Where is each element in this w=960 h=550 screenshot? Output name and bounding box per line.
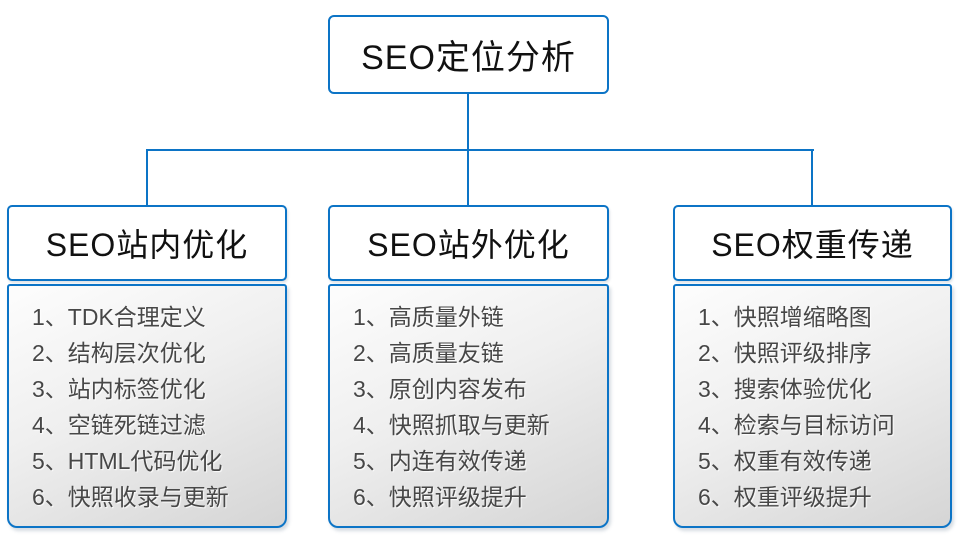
list-item: 1、快照增缩略图 bbox=[698, 304, 872, 330]
list-item: 4、检索与目标访问 bbox=[698, 412, 895, 438]
branch-onsite-title-box: SEO站内优化 bbox=[7, 205, 287, 281]
list-item: 2、结构层次优化 bbox=[32, 340, 206, 366]
branch-onsite-list: 1、TDK合理定义 2、结构层次优化 3、站内标签优化 4、空链死链过滤 5、H… bbox=[7, 284, 287, 528]
branch-offsite-title: SEO站外优化 bbox=[367, 227, 570, 263]
list-item: 5、HTML代码优化 bbox=[32, 448, 223, 474]
list-item: 2、高质量友链 bbox=[353, 340, 504, 366]
list-item: 6、快照评级提升 bbox=[353, 484, 527, 510]
list-item: 5、权重有效传递 bbox=[698, 448, 872, 474]
branch-onsite-title: SEO站内优化 bbox=[45, 227, 249, 263]
branch-onsite: SEO站内优化 1、TDK合理定义 2、结构层次优化 3、站内标签优化 4、空链… bbox=[7, 205, 287, 528]
list-item: 3、搜索体验优化 bbox=[698, 376, 872, 402]
connector-root-stem bbox=[467, 94, 469, 150]
branch-offsite: SEO站外优化 1、高质量外链 2、高质量友链 3、原创内容发布 4、快照抓取与… bbox=[328, 205, 609, 528]
branch-weight-title: SEO权重传递 bbox=[711, 227, 914, 263]
list-item: 2、快照评级排序 bbox=[698, 340, 872, 366]
connector-drop-right bbox=[811, 149, 813, 206]
list-item: 1、TDK合理定义 bbox=[32, 304, 206, 330]
list-item: 3、原创内容发布 bbox=[353, 376, 527, 402]
list-item: 5、内连有效传递 bbox=[353, 448, 527, 474]
connector-drop-middle bbox=[467, 149, 469, 206]
list-item: 6、快照收录与更新 bbox=[32, 484, 229, 510]
connector-horizontal-bus bbox=[146, 149, 814, 151]
list-item: 3、站内标签优化 bbox=[32, 376, 206, 402]
branch-weight: SEO权重传递 1、快照增缩略图 2、快照评级排序 3、搜索体验优化 4、检索与… bbox=[673, 205, 952, 528]
list-item: 4、快照抓取与更新 bbox=[353, 412, 550, 438]
branch-offsite-title-box: SEO站外优化 bbox=[328, 205, 609, 281]
list-item: 6、权重评级提升 bbox=[698, 484, 872, 510]
branch-offsite-list: 1、高质量外链 2、高质量友链 3、原创内容发布 4、快照抓取与更新 5、内连有… bbox=[328, 284, 609, 528]
root-node-label: SEO定位分析 bbox=[361, 39, 576, 77]
list-item: 1、高质量外链 bbox=[353, 304, 504, 330]
list-item: 4、空链死链过滤 bbox=[32, 412, 206, 438]
branch-weight-list: 1、快照增缩略图 2、快照评级排序 3、搜索体验优化 4、检索与目标访问 5、权… bbox=[673, 284, 952, 528]
root-node: SEO定位分析 bbox=[328, 15, 609, 94]
branch-weight-title-box: SEO权重传递 bbox=[673, 205, 952, 281]
connector-drop-left bbox=[146, 149, 148, 206]
